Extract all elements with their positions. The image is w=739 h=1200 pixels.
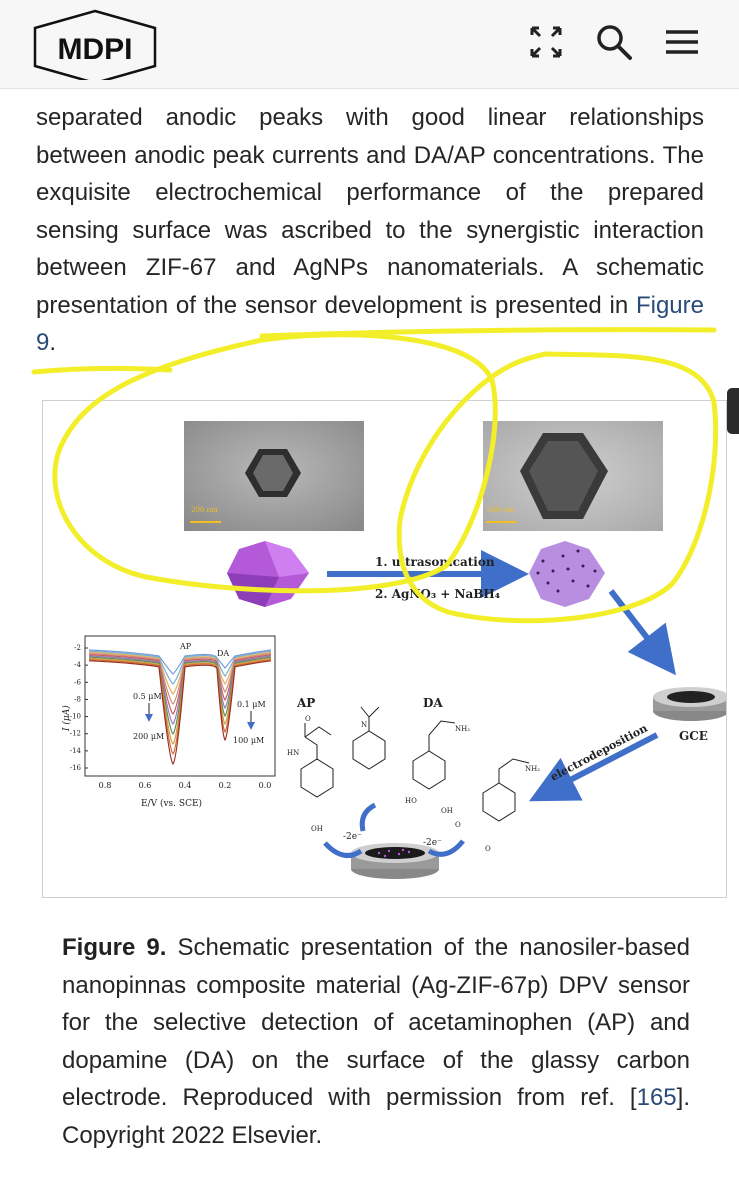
graph-ytick: -12 <box>70 730 81 738</box>
step2-label: 2. AgNO₃ + NaBH₄ <box>375 587 500 601</box>
sem-image-right: 200 nm <box>483 421 663 531</box>
conc-right-bottom: 100 μM <box>233 736 264 745</box>
figure-caption: Figure 9. Schematic presentation of the … <box>62 934 690 1149</box>
logo-text: MDPI <box>58 33 133 66</box>
electron-transfer-left: -2e⁻ <box>343 832 362 842</box>
gce-electrode: GCE <box>653 687 729 743</box>
side-tab[interactable] <box>727 388 739 434</box>
graph-ytick: -14 <box>70 747 82 755</box>
reference-165-link[interactable]: 165 <box>636 1084 677 1112</box>
expand-icon[interactable] <box>526 22 566 62</box>
dpv-curve <box>88 651 272 695</box>
figure-9[interactable]: 200 nm 200 nm <box>42 400 729 898</box>
sem-scale-left: 200 nm <box>191 506 218 514</box>
svg-text:O: O <box>305 715 311 723</box>
caption-label: Figure 9. <box>62 934 167 961</box>
electron-transfer-right: -2e⁻ <box>423 838 442 848</box>
dpv-curve <box>88 660 272 765</box>
ag-zif-67-crystal <box>529 541 605 607</box>
svg-text:O: O <box>455 821 461 829</box>
conc-right-top: 0.1 μM <box>237 700 266 709</box>
graph-xlabel: E/V (vs. SCE) <box>141 798 202 809</box>
graph-ytick: -16 <box>70 764 82 772</box>
svg-text:HN: HN <box>287 749 299 757</box>
graph-xtick: 0.2 <box>219 781 232 790</box>
gce-label: GCE <box>679 729 708 743</box>
site-header: MDPI <box>0 0 739 89</box>
graph-ylabel: I (μA) <box>61 705 72 732</box>
svg-text:O: O <box>485 845 491 853</box>
sem-image-left: 200 nm <box>184 421 364 531</box>
graph-ytick: -2 <box>74 644 81 652</box>
modified-electrode: -2e⁻ -2e⁻ <box>323 802 465 879</box>
chem-da-label: DA <box>423 696 443 710</box>
dpv-curve <box>88 650 272 685</box>
svg-text:NH₂: NH₂ <box>525 765 540 773</box>
electrodeposition-label: electrodeposition <box>548 722 649 784</box>
svg-text:N: N <box>361 721 367 729</box>
graph-ytick: -4 <box>74 661 81 669</box>
svg-text:OH: OH <box>441 807 453 815</box>
figure-9-link[interactable]: Figure 9 <box>36 291 704 357</box>
graph-ytick: -6 <box>74 678 81 686</box>
graph-xtick: 0.8 <box>99 781 112 790</box>
chem-ap-label: AP <box>296 696 315 710</box>
underline-figure-link <box>31 365 173 375</box>
figure-9-image: 200 nm 200 nm <box>61 421 729 879</box>
article-paragraph: separated anodic peaks with good linear … <box>36 104 704 357</box>
graph-ytick: -10 <box>70 713 81 721</box>
zif-67-crystal <box>227 541 309 607</box>
search-icon[interactable] <box>594 22 634 62</box>
synthesis-step: 1. ultrasonication 2. AgNO₃ + NaBH₄ <box>327 550 529 601</box>
dpv-curve <box>88 649 272 675</box>
sem-scale-right: 200 nm <box>487 506 514 514</box>
mdpi-logo[interactable]: MDPI <box>30 8 160 80</box>
conc-left-top: 0.5 μM <box>133 692 162 701</box>
graph-xtick: 0.0 <box>259 781 272 790</box>
graph-peak-ap: AP <box>179 642 192 651</box>
svg-text:OH: OH <box>311 825 323 833</box>
svg-text:NH₂: NH₂ <box>455 725 470 733</box>
graph-xtick: 0.6 <box>139 781 152 790</box>
graph-ytick: -8 <box>74 695 81 703</box>
conc-left-bottom: 200 μM <box>133 732 164 741</box>
graph-peak-da: DA <box>217 649 229 658</box>
menu-icon[interactable] <box>662 22 702 62</box>
graph-xtick: 0.4 <box>179 781 192 790</box>
svg-text:HO: HO <box>405 797 417 805</box>
step1-label: 1. ultrasonication <box>375 555 495 569</box>
chemical-structures: AP DA HN O N NH₂ HO OH OH O <box>287 696 540 853</box>
